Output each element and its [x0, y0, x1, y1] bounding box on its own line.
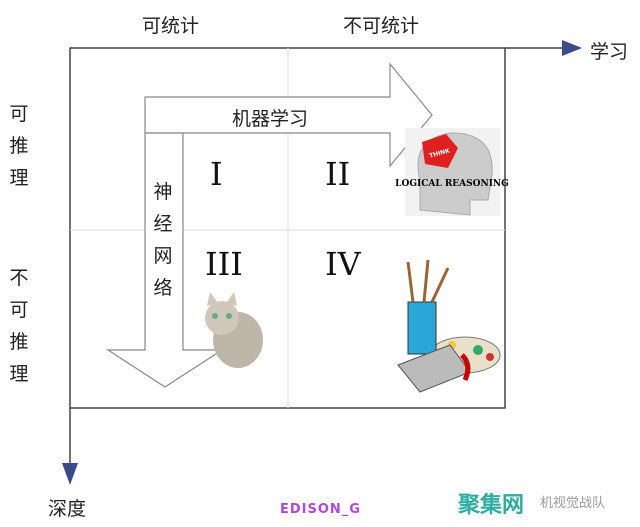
watermark-brand: 聚集网 — [458, 493, 525, 518]
column-label-non-statistical: 不可统计 — [343, 15, 420, 37]
x-axis-arrow — [505, 40, 582, 56]
cat-image — [205, 292, 263, 368]
paint-image — [397, 259, 501, 393]
neural-network-arrow — [105, 132, 225, 388]
row-label-inferable: 可推理 — [9, 103, 29, 189]
logical-reasoning-image: THINK LOGICAL REASONING — [395, 128, 509, 216]
y-axis-arrow — [62, 408, 78, 485]
quadrant-1: I — [210, 155, 223, 193]
x-axis-label: 学习 — [590, 41, 629, 63]
neural-network-label: 神经网络 — [153, 181, 173, 299]
column-label-statistical: 可统计 — [142, 15, 200, 37]
quadrant-3: III — [205, 245, 243, 283]
machine-learning-label: 机器学习 — [232, 108, 309, 130]
watermark-text: 机视觉战队 — [540, 496, 606, 511]
signature: EDISON_G — [280, 502, 361, 517]
row-label-non-inferable: 不可推理 — [9, 267, 29, 385]
logical-reasoning-text: LOGICAL REASONING — [395, 179, 509, 189]
quadrant-2: II — [325, 155, 351, 193]
quadrant-4: IV — [325, 245, 361, 283]
puzzle-piece — [422, 134, 458, 168]
y-axis-label: 深度 — [48, 498, 87, 520]
